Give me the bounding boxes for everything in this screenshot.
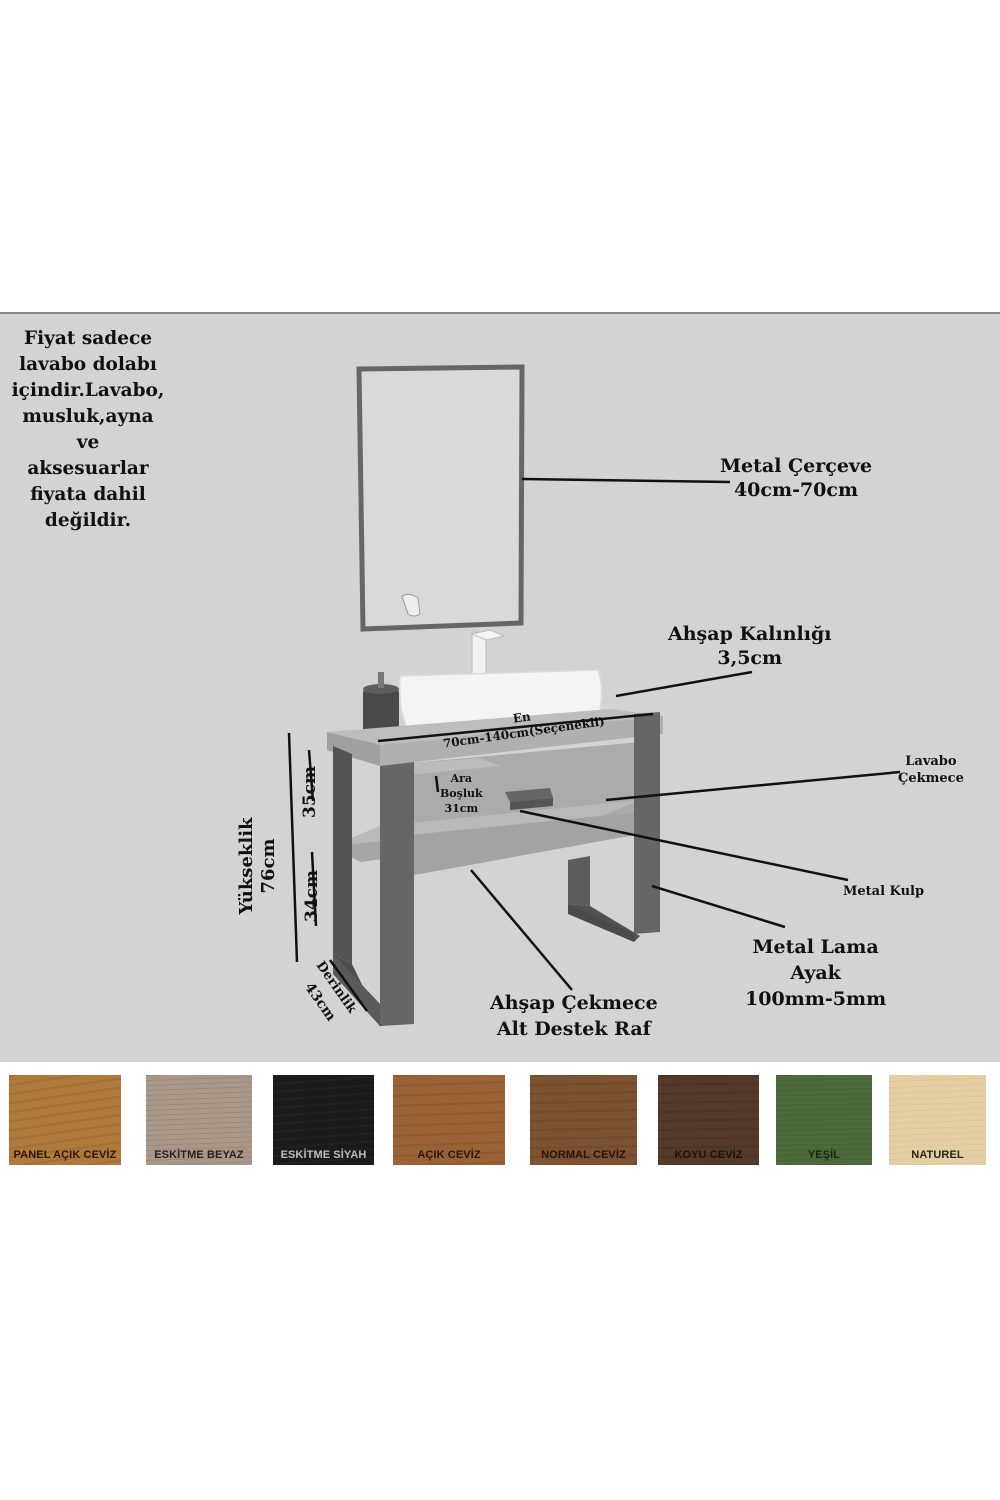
note-line: değildir. <box>44 510 132 531</box>
price-disclaimer-note: Fiyat sadece lavabo dolabı içindir.Lavab… <box>8 326 168 534</box>
callout-title: Çekmece <box>898 770 964 786</box>
note-line: musluk,ayna ve <box>22 406 154 453</box>
callout-title: Ayak <box>790 962 841 984</box>
faucet <box>470 629 506 675</box>
note-line: Fiyat sadece <box>23 328 153 349</box>
note-line: içindir.Lavabo, <box>11 380 165 401</box>
swatch-label: AÇIK CEVİZ <box>417 1149 481 1161</box>
callout-value: 40cm-70cm <box>733 479 859 502</box>
callout-wood-thickness: Ahşap Kalınlığı 3,5cm <box>668 622 831 671</box>
lower-height-dimension: 34cm <box>302 870 322 922</box>
swatch-panel-acik-ceviz[interactable]: PANEL AÇIK CEVİZ <box>9 1075 121 1165</box>
swatch-label: NATUREL <box>911 1149 964 1161</box>
left-leg <box>333 746 414 1026</box>
color-options: PANEL AÇIK CEVİZ ESKİTME BEYAZ ESKİTME S… <box>0 1075 1000 1167</box>
swatch-label: ESKİTME BEYAZ <box>154 1149 244 1161</box>
swatch-label: ESKİTME SİYAH <box>280 1149 367 1161</box>
callout-metal-handle: Metal Kulp <box>843 884 924 901</box>
swatch-acik-ceviz[interactable]: AÇIK CEVİZ <box>393 1075 505 1165</box>
swatch-label: KOYU CEVİZ <box>674 1149 743 1161</box>
callout-title: Metal Çerçeve <box>720 455 873 477</box>
gap-value: 31cm <box>444 802 479 815</box>
countertop <box>327 709 663 766</box>
gap-dimension: Ara Boşluk 31cm <box>440 771 483 816</box>
callout-title: Lavabo <box>905 754 957 769</box>
callout-lower-shelf: Ahşap Çekmece Alt Destek Raf <box>490 990 658 1042</box>
callout-value: 100mm-5mm <box>745 988 887 1010</box>
callout-title: Metal Kulp <box>843 884 925 899</box>
swatch-label: PANEL AÇIK CEVİZ <box>13 1149 117 1161</box>
swatch-eskitme-siyah[interactable]: ESKİTME SİYAH <box>273 1075 374 1165</box>
callout-metal-frame: Metal Çerçeve 40cm-70cm <box>720 454 872 503</box>
note-line: aksesuarlar <box>27 458 149 479</box>
callout-title: Ahşap Çekmece <box>490 992 658 1014</box>
leader-lines <box>287 477 901 1012</box>
callout-title: Alt Destek Raf <box>496 1018 651 1040</box>
mirror <box>356 364 525 632</box>
height-value: 76cm <box>258 838 279 894</box>
callout-metal-leg: Metal Lama Ayak 100mm-5mm <box>745 934 886 1012</box>
callout-value: 3,5cm <box>717 647 783 670</box>
swatch-normal-ceviz[interactable]: NORMAL CEVİZ <box>530 1075 637 1165</box>
callout-sink-drawer: Lavabo Çekmece <box>898 754 964 787</box>
callout-title: Ahşap Kalınlığı <box>668 623 832 645</box>
product-diagram-panel: Fiyat sadece lavabo dolabı içindir.Lavab… <box>0 312 1000 1062</box>
callout-title: Metal Lama <box>752 936 879 958</box>
right-leg <box>568 712 660 942</box>
height-label: Yükseklik <box>236 817 257 915</box>
swatch-eskitme-beyaz[interactable]: ESKİTME BEYAZ <box>146 1075 252 1165</box>
vanity-illustration <box>287 364 901 1026</box>
gap-label: Boşluk <box>440 787 483 800</box>
swatch-label: YEŞİL <box>807 1149 841 1161</box>
note-line: fiyata dahil <box>30 484 146 505</box>
swatch-koyu-ceviz[interactable]: KOYU CEVİZ <box>658 1075 759 1165</box>
height-dimension: Yükseklik 76cm <box>236 816 280 916</box>
upper-height-dimension: 35cm <box>300 766 320 818</box>
swatch-yesil[interactable]: YEŞİL <box>776 1075 872 1165</box>
swatch-label: NORMAL CEVİZ <box>541 1149 626 1161</box>
swatch-naturel[interactable]: NATUREL <box>889 1075 986 1165</box>
gap-label: Ara <box>450 772 473 785</box>
note-line: lavabo dolabı <box>19 354 157 375</box>
